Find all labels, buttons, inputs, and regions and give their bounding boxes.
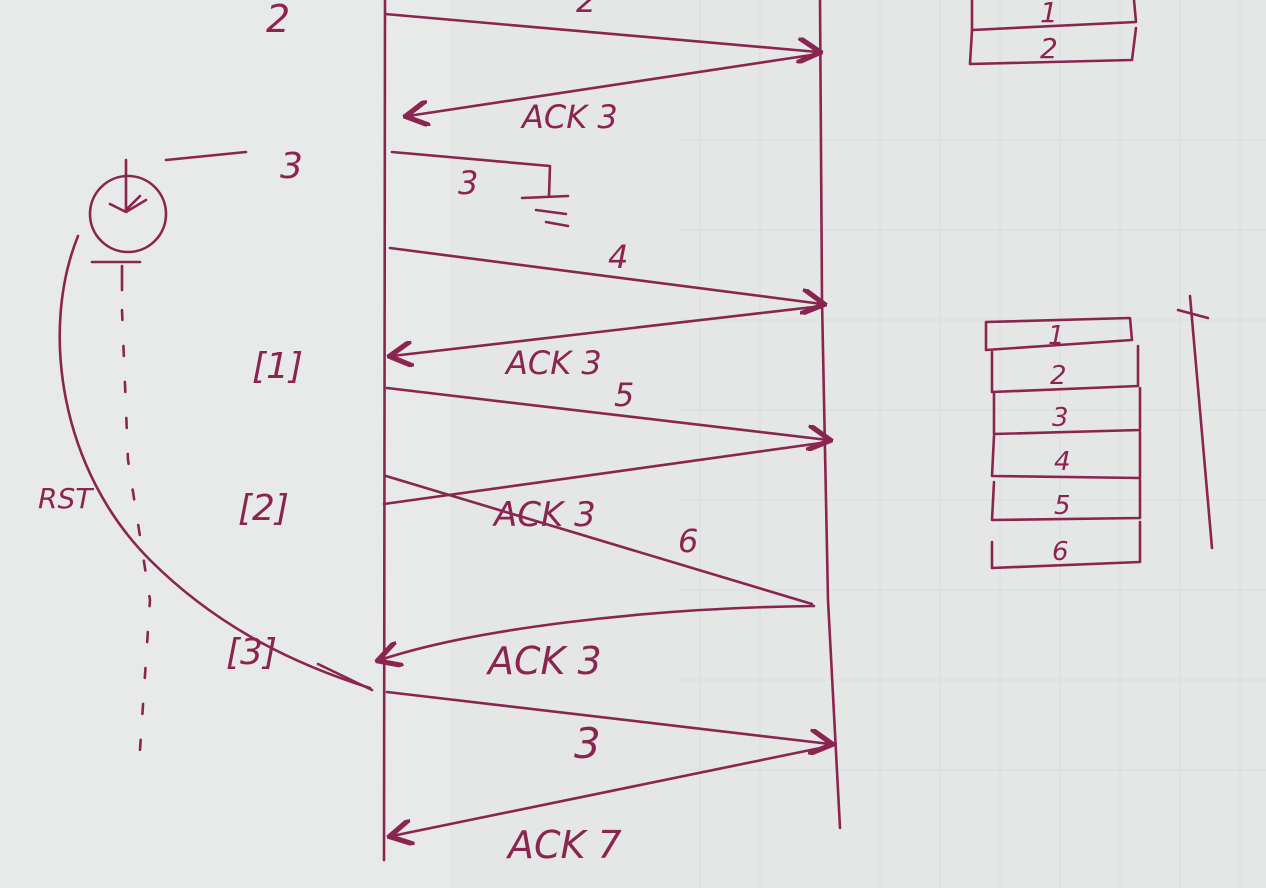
segment-3-retransmit-label: 3 [574, 719, 601, 768]
buffer-bottom-cell: 2 [1050, 361, 1067, 391]
segment-2-label: 2 [576, 0, 596, 20]
segment-6-label: 6 [678, 522, 698, 560]
lost-packet-icon [520, 194, 570, 228]
segment-6-arrow [384, 474, 814, 606]
dup-ack-3-label: [3] [226, 632, 277, 673]
segment-5-arrow [385, 386, 828, 440]
ack-3-label: ACK 3 [492, 495, 596, 535]
timer-seg-label: 3 [280, 146, 303, 187]
ack-4-arrow [380, 604, 816, 660]
window-growth-arrow [1188, 294, 1214, 550]
buffer-bottom-cell: 1 [1048, 321, 1065, 351]
ack-3-arrow [382, 440, 830, 506]
segment-2-arrow [383, 12, 818, 52]
buffer-top [968, 0, 1138, 66]
segment-3-label: 3 [458, 164, 478, 202]
ack-2-arrow [392, 304, 824, 356]
buffer-bottom-cell: 6 [1052, 537, 1069, 567]
buffer-bottom [984, 316, 1142, 570]
rst-label: RST [38, 482, 94, 515]
buffer-top-cell: 1 [1040, 0, 1058, 29]
retransmit-link [316, 662, 374, 692]
segment-4-label: 4 [608, 238, 628, 276]
timeout-curve-arrow [58, 234, 372, 690]
sender-timeline [382, 0, 387, 862]
ack-2-label: ACK 3 [504, 344, 602, 382]
segment-3-retransmit-arrow [385, 690, 830, 744]
ack-final-label: ACK 7 [505, 823, 622, 867]
ack-1-label: ACK 3 [520, 98, 618, 136]
buffer-top-cell: 2 [1040, 32, 1058, 65]
buffer-bottom-cell: 5 [1054, 491, 1071, 521]
dup-ack-1-label: [1] [252, 346, 303, 387]
buffer-bottom-cell: 4 [1054, 447, 1071, 477]
buffer-bottom-cell: 3 [1052, 403, 1069, 433]
ack-final-arrow [392, 744, 832, 836]
ack-1-arrow [408, 52, 820, 116]
timer-dashed-line [120, 308, 152, 752]
timer-icon [88, 150, 248, 292]
seg-top-label: 2 [266, 0, 290, 41]
segment-3-lost-arrow [390, 150, 552, 198]
background-grid [680, 0, 1266, 888]
dup-ack-2-label: [2] [238, 488, 289, 529]
segment-5-label: 5 [614, 376, 634, 414]
ack-4-label: ACK 3 [485, 639, 602, 683]
segment-4-arrow [388, 246, 822, 304]
